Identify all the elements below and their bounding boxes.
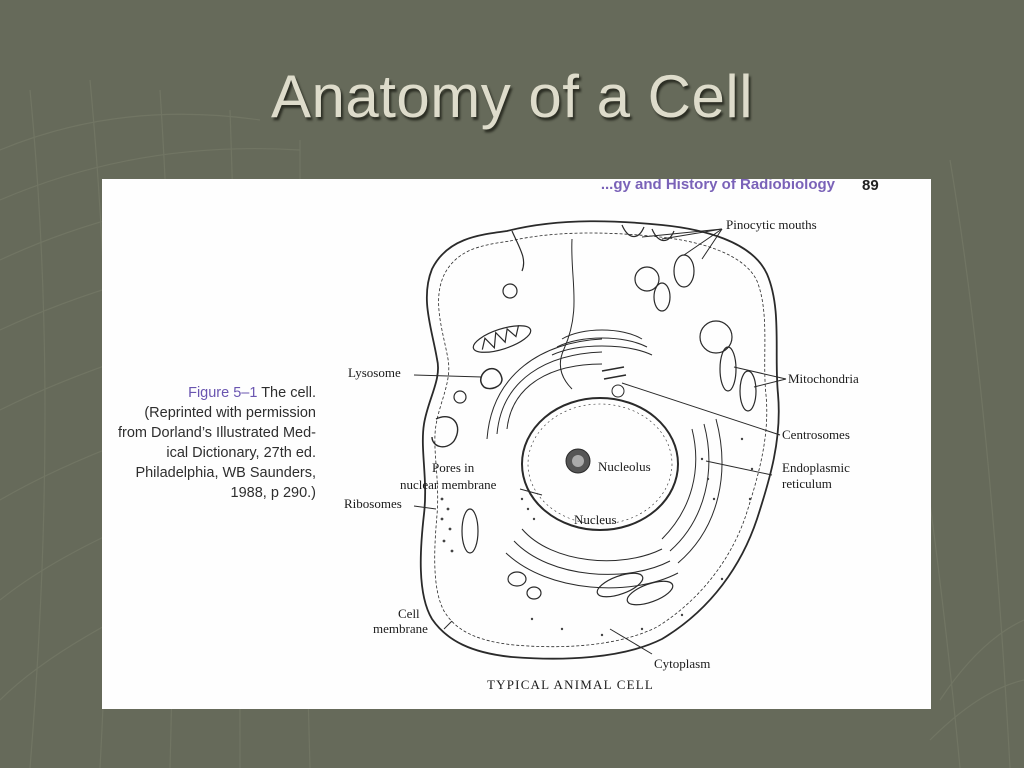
cell-drawing [419, 220, 780, 660]
page-header: ...gy and History of Radiobiology [601, 179, 836, 193]
page-number: 89 [862, 179, 879, 194]
caption-line5: Philadelphia, WB Saunders, [135, 465, 316, 481]
leader-lines [413, 228, 787, 655]
label-ribosomes: Ribosomes [344, 496, 402, 511]
cell-membrane-outline [419, 220, 780, 660]
label-cell-membrane-line1: Cell [398, 606, 420, 621]
caption-line3: from Dorland’s Illustrated Med- [118, 425, 316, 441]
cell-figure-image: ...gy and History of Radiobiology 89 Fig… [102, 179, 931, 709]
label-cell-membrane-line2: membrane [373, 621, 428, 636]
caption-figure-label: Figure 5–1 [188, 385, 257, 401]
mitochondria-shapes [461, 325, 757, 606]
label-pinocytic-mouths: Pinocytic mouths [726, 217, 817, 232]
caption-line4: ical Dictionary, 27th ed. [166, 445, 316, 461]
label-endoplasmic-line1: Endoplasmic [782, 460, 850, 475]
label-nucleolus: Nucleolus [598, 459, 651, 474]
cell-diagram-svg: ...gy and History of Radiobiology 89 Fig… [118, 179, 879, 692]
nucleus-outline [521, 397, 679, 531]
label-nucleus: Nucleus [574, 512, 617, 527]
endoplasmic-reticulum-lines [486, 338, 723, 589]
vacuoles [453, 254, 733, 404]
label-cytoplasm: Cytoplasm [654, 656, 710, 671]
diagram-labels: Pinocytic mouths Lysosome Mitochondria C… [344, 217, 859, 692]
label-centrosomes: Centrosomes [782, 427, 850, 442]
label-pores-line2: nuclear membrane [400, 477, 497, 492]
caption-line6: 1988, p 290.) [231, 485, 316, 501]
diagram-title: TYPICAL ANIMAL CELL [487, 677, 654, 692]
label-mitochondria: Mitochondria [788, 371, 859, 386]
centrosomes-shape [601, 366, 627, 398]
caption-line1-rest: The cell. [257, 385, 316, 401]
label-pores-line1: Pores in [432, 460, 475, 475]
label-lysosome: Lysosome [348, 365, 401, 380]
slide-title: Anatomy of a Cell [270, 63, 754, 130]
lysosome-shape [479, 367, 503, 390]
label-endoplasmic-line2: reticulum [782, 476, 832, 491]
figure-caption: Figure 5–1 The cell. (Reprinted with per… [118, 385, 316, 501]
svg-text:Figure 5–1 The cell.: Figure 5–1 The cell. [188, 385, 316, 401]
caption-line2: (Reprinted with permission [144, 405, 316, 421]
ribosome-dots [440, 437, 754, 637]
